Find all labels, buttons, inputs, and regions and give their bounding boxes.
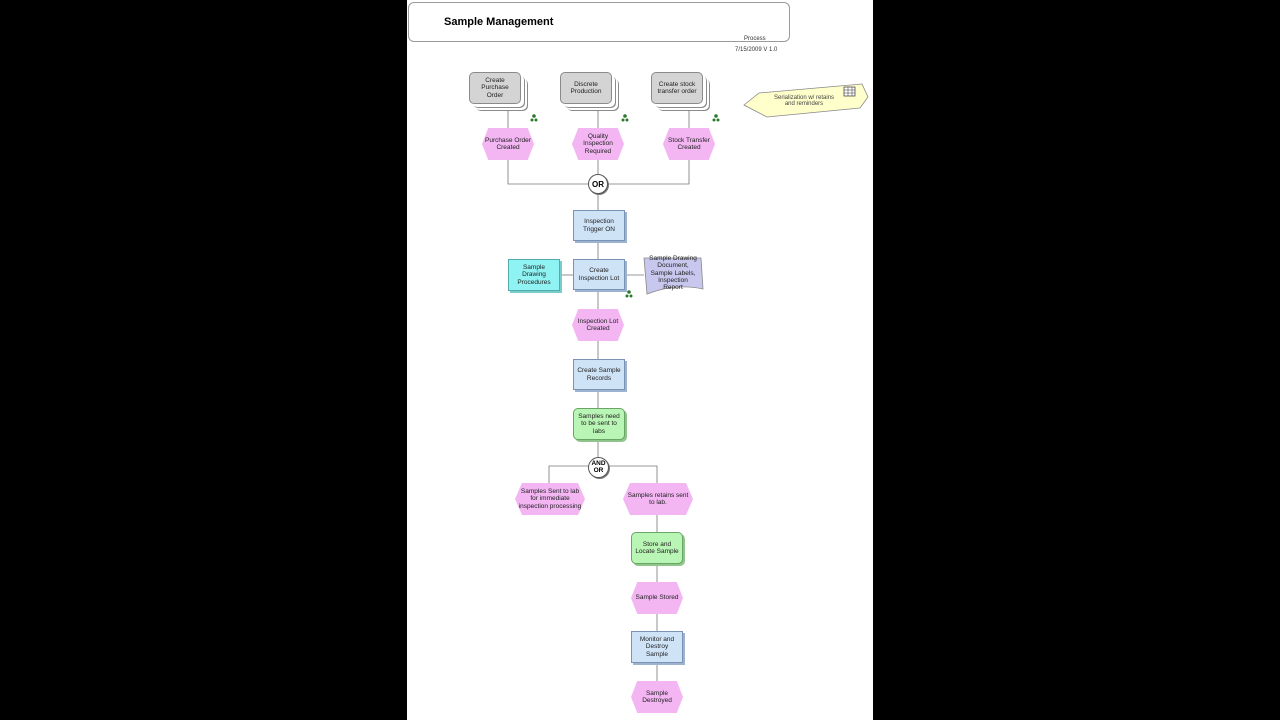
function-label: Monitor and Destroy Sample [639, 636, 675, 658]
event-quality-inspection-required[interactable]: Quality Inspection Required [572, 128, 624, 160]
function-label: Create Purchase Order [481, 77, 509, 99]
function-discrete-production[interactable]: Discrete Production [560, 72, 612, 104]
document-shape [643, 257, 704, 295]
function-label: Create Sample Records [577, 367, 621, 382]
event-label: Inspection Lot Created [577, 317, 619, 332]
diagram-sheet: Sample Management Process 7/15/2009 V 1.… [407, 0, 873, 720]
note-shape [743, 83, 869, 118]
event-label: Samples retains sent to lab. [627, 491, 689, 506]
note-serialization[interactable]: Serialization w/ retains and reminders [769, 92, 839, 110]
connector-or[interactable]: OR [588, 174, 608, 194]
event-sample-destroyed[interactable]: Sample Destroyed [631, 681, 683, 713]
event-label: Sample Stored [635, 594, 679, 602]
function-create-stock-transfer[interactable]: Create stock transfer order [651, 72, 703, 104]
event-label: Sample Destroyed [642, 689, 672, 704]
function-label: Store and Locate Sample [635, 540, 679, 555]
event-label: Samples Sent to lab for immediate inspec… [518, 488, 582, 510]
connector-or-label: OR [593, 466, 604, 474]
function-samples-need-sent[interactable]: Samples need to be sent to labs [573, 408, 625, 440]
function-label: Create stock transfer order [657, 80, 697, 95]
note-label: Serialization w/ retains and reminders [773, 94, 835, 107]
function-label: Create Inspection Lot [578, 267, 620, 282]
connector-or-label: OR [592, 179, 604, 189]
event-stock-transfer-created[interactable]: Stock Transfer Created [663, 128, 715, 160]
event-samples-sent-lab[interactable]: Samples Sent to lab for immediate inspec… [515, 483, 585, 515]
function-create-purchase-order[interactable]: Create Purchase Order [469, 72, 521, 104]
function-create-inspection-lot[interactable]: Create Inspection Lot [573, 259, 625, 290]
document-label: Sample Drawing Document, Sample Labels, … [649, 255, 697, 291]
connector-and-or[interactable]: AND OR [588, 457, 609, 478]
info-sample-drawing-procedures[interactable]: Sample Drawing Procedures [508, 259, 560, 291]
hierarchy-icons [530, 114, 720, 298]
function-label: Samples need to be sent to labs [578, 413, 620, 435]
function-label: Inspection Trigger ON [583, 218, 615, 233]
event-label: Stock Transfer Created [668, 136, 710, 151]
function-inspection-trigger[interactable]: Inspection Trigger ON [573, 210, 625, 241]
event-label: Quality Inspection Required [583, 133, 613, 155]
event-inspection-lot-created[interactable]: Inspection Lot Created [572, 309, 624, 341]
info-label: Sample Drawing Procedures [517, 264, 551, 286]
date-version: 7/15/2009 V 1.0 [735, 47, 778, 53]
function-create-sample-records[interactable]: Create Sample Records [573, 359, 625, 390]
process-label: Process [744, 36, 766, 42]
event-samples-retains-sent[interactable]: Samples retains sent to lab. [623, 483, 693, 515]
function-store-locate-sample[interactable]: Store and Locate Sample [631, 532, 683, 564]
page-title: Sample Management [444, 16, 554, 28]
event-label: Purchase Order Created [485, 136, 531, 151]
function-monitor-destroy-sample[interactable]: Monitor and Destroy Sample [631, 631, 683, 663]
event-purchase-order-created[interactable]: Purchase Order Created [482, 128, 534, 160]
note-grid-icon [843, 86, 856, 97]
header-box [408, 2, 790, 42]
event-sample-stored[interactable]: Sample Stored [631, 582, 683, 614]
document-sample-drawing[interactable]: Sample Drawing Document, Sample Labels, … [645, 255, 701, 291]
connector-and-label: AND [591, 460, 606, 467]
function-label: Discrete Production [570, 80, 602, 95]
